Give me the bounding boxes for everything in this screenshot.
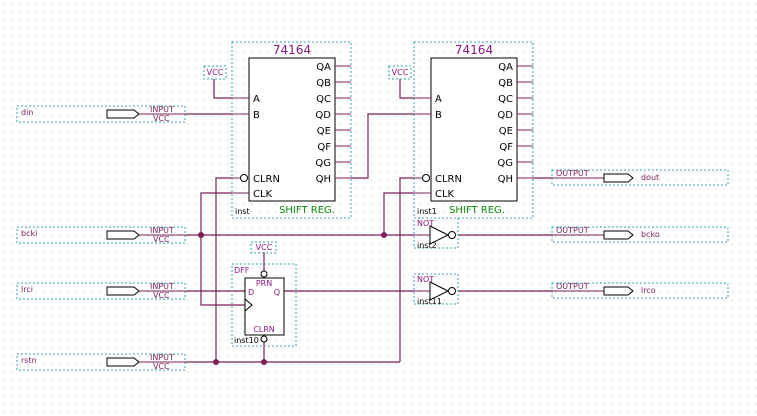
chip-part-label: 74164	[455, 43, 493, 57]
output-port-icon	[603, 286, 634, 296]
dff-type-label: DFF	[234, 266, 250, 275]
vcc-symbol: VCC	[250, 241, 277, 254]
input-port-icon	[106, 109, 140, 119]
pin-qc-label: QC	[498, 94, 513, 105]
vcc-label: VCC	[256, 243, 273, 252]
output-name: dout	[641, 173, 659, 182]
input-name: lrci	[21, 285, 33, 294]
dff-prn-label: PRN	[256, 279, 272, 288]
pin-a-label: A	[253, 94, 260, 105]
shift-register-inst1[interactable]: 74164 A B CLRN CLK QA QB QC QD QE QF QG …	[413, 41, 534, 219]
pin-qa-label: QA	[498, 62, 513, 73]
pin-qd-label: QD	[315, 110, 331, 121]
inversion-bubble	[448, 287, 456, 295]
pin-clrn-label: CLRN	[253, 174, 280, 185]
shift-register-inst[interactable]: 74164 A B CLRN CLK QA QB QC QD QE QF QG …	[231, 41, 352, 219]
input-kind: INPUT	[150, 353, 174, 362]
vcc-symbol: VCC	[203, 65, 227, 80]
output-kind: OUTPUT	[556, 169, 589, 178]
input-name: din	[21, 108, 33, 117]
pin-qb-label: QB	[498, 78, 513, 89]
output-name: bcko	[641, 230, 660, 239]
not-gate-inst2[interactable]: NOT inst2	[413, 217, 459, 250]
vcc-symbol: VCC	[388, 65, 412, 80]
output-pin-bcko[interactable]: OUTPUT bcko	[551, 226, 729, 243]
dff-d-label: D	[248, 288, 254, 297]
vcc-label: VCC	[207, 68, 224, 77]
input-sub: VCC	[153, 235, 170, 244]
pin-qe-label: QE	[317, 126, 331, 137]
dff-q-label: Q	[274, 288, 280, 297]
pin-b-label: B	[253, 110, 260, 121]
chip-footer-label: SHIFT REG.	[279, 205, 335, 216]
input-kind: INPUT	[150, 226, 174, 235]
pin-qf-label: QF	[499, 142, 513, 153]
inversion-bubble	[240, 174, 248, 182]
chip-footer-label: SHIFT REG.	[449, 205, 505, 216]
pin-qa-label: QA	[316, 62, 331, 73]
input-sub: VCC	[153, 291, 170, 300]
output-pin-lrco[interactable]: OUTPUT lrco	[551, 282, 729, 299]
junction-dot	[198, 232, 204, 238]
chip-part-label: 74164	[273, 43, 311, 57]
input-pin-lrci[interactable]: lrci INPUT VCC	[16, 282, 186, 300]
gate-type-label: NOT	[417, 219, 434, 228]
input-port-icon	[106, 357, 140, 367]
output-pin-dout[interactable]: OUTPUT dout	[551, 169, 729, 186]
input-sub: VCC	[153, 362, 170, 371]
pin-clrn-label: CLRN	[435, 174, 462, 185]
pin-qg-label: QG	[497, 158, 513, 169]
input-port-icon	[106, 230, 140, 240]
input-name: rstn	[21, 356, 37, 365]
pin-clk-label: CLK	[253, 189, 273, 200]
input-sub: VCC	[153, 114, 170, 123]
instance-label: inst	[235, 207, 250, 216]
pin-qh-label: QH	[498, 174, 513, 185]
output-pins	[335, 65, 351, 179]
wires	[186, 79, 553, 363]
inversion-bubble	[422, 174, 430, 182]
output-pins	[517, 65, 533, 179]
pin-qb-label: QB	[316, 78, 331, 89]
input-kind: INPUT	[150, 282, 174, 291]
prn-bubble	[260, 270, 268, 278]
gate-type-label: NOT	[417, 275, 434, 284]
instance-label: inst1	[417, 207, 437, 216]
pin-qd-label: QD	[497, 110, 513, 121]
pin-qc-label: QC	[316, 94, 331, 105]
input-pin-rstn[interactable]: rstn INPUT VCC	[16, 353, 186, 371]
clrn-bubble	[260, 335, 268, 343]
inversion-bubble	[448, 231, 456, 239]
input-pin-bcki[interactable]: bcki INPUT VCC	[16, 226, 186, 244]
output-kind: OUTPUT	[556, 282, 589, 291]
pin-b-label: B	[435, 110, 442, 121]
input-kind: INPUT	[150, 105, 174, 114]
dff-clrn-label: CLRN	[253, 325, 275, 334]
pin-qf-label: QF	[317, 142, 331, 153]
pin-qe-label: QE	[499, 126, 513, 137]
instance-label: inst10	[234, 336, 259, 345]
pin-qh-label: QH	[316, 174, 331, 185]
input-pin-din[interactable]: din INPUT VCC	[16, 105, 186, 123]
pin-qg-label: QG	[315, 158, 331, 169]
pin-clk-label: CLK	[435, 189, 455, 200]
instance-label: inst11	[417, 297, 442, 306]
output-name: lrco	[641, 286, 656, 295]
clock-edge-marker	[244, 298, 253, 312]
not-gate-inst11[interactable]: NOT inst11	[413, 273, 459, 306]
output-kind: OUTPUT	[556, 226, 589, 235]
junction-dot	[261, 359, 267, 365]
junction-dot	[381, 232, 387, 238]
junctions	[198, 232, 387, 365]
instance-label: inst2	[417, 241, 437, 250]
dff-inst10[interactable]: DFF PRN D Q CLRN inst10	[231, 263, 297, 347]
vcc-label: VCC	[392, 68, 409, 77]
output-port-icon	[603, 173, 634, 183]
junction-dot	[213, 359, 219, 365]
pin-a-label: A	[435, 94, 442, 105]
input-name: bcki	[21, 229, 37, 238]
output-port-icon	[603, 230, 634, 240]
input-port-icon	[106, 286, 140, 296]
